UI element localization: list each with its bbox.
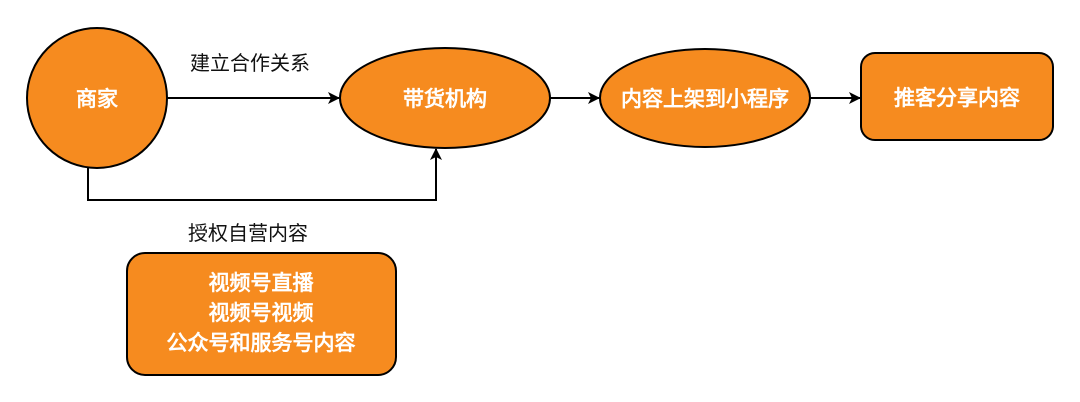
- merchant-label: 商家: [76, 87, 119, 111]
- merchant-circle: [26, 27, 168, 169]
- agency-ellipse: [339, 47, 551, 149]
- miniprogram-label: 内容上架到小程序: [621, 87, 789, 111]
- promoter-rect: [860, 52, 1054, 141]
- content-types-rect: [126, 252, 397, 376]
- node-merchant: 商家: [26, 27, 168, 169]
- node-promoter: 推客分享内容: [860, 52, 1054, 141]
- agency-label: 带货机构: [403, 87, 487, 111]
- edge-merchant-to-agency-authorized: [87, 148, 442, 201]
- content-type-live: 视频号直播: [209, 271, 315, 295]
- edge-label-authorized-content: 授权自营内容: [188, 221, 308, 245]
- miniprogram-ellipse: [599, 48, 811, 148]
- content-type-official-accounts: 公众号和服务号内容: [167, 331, 356, 355]
- node-miniprogram: 内容上架到小程序: [599, 48, 811, 148]
- node-agency: 带货机构: [339, 47, 551, 149]
- node-content-types: 视频号直播 视频号视频 公众号和服务号内容: [126, 252, 397, 376]
- promoter-label: 推客分享内容: [894, 86, 1020, 110]
- content-type-video: 视频号视频: [209, 301, 314, 325]
- edge-label-cooperation: 建立合作关系: [190, 51, 310, 75]
